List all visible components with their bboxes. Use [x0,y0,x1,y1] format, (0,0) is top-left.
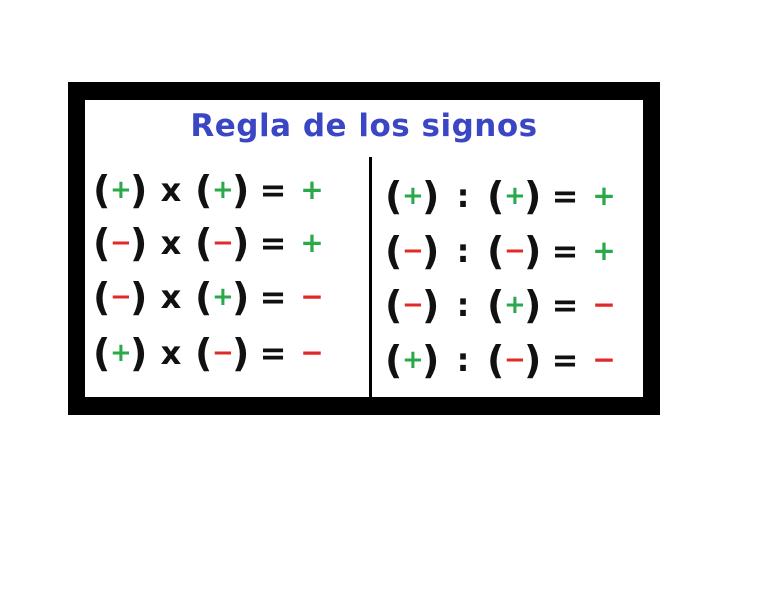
open-paren: ( [487,229,505,273]
operand-b-sign: − [212,228,234,258]
division-rule-row: (+):(+)=+ [385,172,619,220]
times-operator: x [160,334,182,372]
close-paren: ) [130,168,148,212]
poster-board: Regla de los signos (+)x(+)=+(−)x(−)=+(−… [85,100,643,397]
operand-b-sign: + [504,181,526,211]
open-paren: ( [487,338,505,382]
close-paren: ) [422,174,440,218]
operand-a-sign: − [110,228,132,258]
operand-a-sign: + [402,345,424,375]
close-paren: ) [130,331,148,375]
times-operator: x [160,278,182,316]
equals-sign: = [551,177,579,215]
equals-sign: = [259,278,287,316]
operand-b-sign: − [504,236,526,266]
close-paren: ) [232,331,250,375]
equals-sign: = [259,171,287,209]
divide-operator: : [456,177,470,215]
close-paren: ) [524,229,542,273]
result-sign: − [300,336,324,369]
multiplication-rule-row: (−)x(−)=+ [93,219,327,267]
equals-sign: = [551,341,579,379]
operand-b-sign: − [212,338,234,368]
result-sign: + [592,234,616,267]
result-sign: + [592,179,616,212]
close-paren: ) [524,283,542,327]
operand-a-sign: + [110,338,132,368]
column-divider [369,157,372,397]
operand-a-sign: + [402,181,424,211]
divide-operator: : [456,341,470,379]
close-paren: ) [422,229,440,273]
open-paren: ( [93,221,111,265]
result-sign: + [300,173,324,206]
open-paren: ( [195,221,213,265]
equals-sign: = [259,224,287,262]
operand-a-sign: − [402,290,424,320]
result-sign: + [300,226,324,259]
multiplication-rule-row: (+)x(+)=+ [93,166,327,214]
open-paren: ( [195,331,213,375]
operand-b-sign: + [212,175,234,205]
result-sign: − [592,343,616,376]
operand-b-sign: − [504,345,526,375]
multiplication-rule-row: (−)x(+)=− [93,273,327,321]
poster-frame: Regla de los signos (+)x(+)=+(−)x(−)=+(−… [68,82,660,415]
division-rule-row: (−):(−)=+ [385,227,619,275]
open-paren: ( [195,275,213,319]
operand-a-sign: − [402,236,424,266]
multiplication-rule-row: (+)x(−)=− [93,329,327,377]
equals-sign: = [551,232,579,270]
result-sign: − [300,280,324,313]
operand-b-sign: + [504,290,526,320]
close-paren: ) [232,275,250,319]
close-paren: ) [232,168,250,212]
times-operator: x [160,171,182,209]
close-paren: ) [232,221,250,265]
division-rule-row: (+):(−)=− [385,336,619,384]
close-paren: ) [422,338,440,382]
open-paren: ( [93,275,111,319]
close-paren: ) [524,338,542,382]
open-paren: ( [385,338,403,382]
open-paren: ( [195,168,213,212]
open-paren: ( [487,174,505,218]
close-paren: ) [524,174,542,218]
close-paren: ) [130,221,148,265]
close-paren: ) [130,275,148,319]
open-paren: ( [93,168,111,212]
open-paren: ( [385,229,403,273]
operand-b-sign: + [212,282,234,312]
open-paren: ( [385,283,403,327]
times-operator: x [160,224,182,262]
open-paren: ( [385,174,403,218]
division-rule-row: (−):(+)=− [385,281,619,329]
poster-title: Regla de los signos [190,108,538,144]
equals-sign: = [259,334,287,372]
divide-operator: : [456,232,470,270]
equals-sign: = [551,286,579,324]
open-paren: ( [93,331,111,375]
operand-a-sign: − [110,282,132,312]
close-paren: ) [422,283,440,327]
operand-a-sign: + [110,175,132,205]
open-paren: ( [487,283,505,327]
result-sign: − [592,288,616,321]
divide-operator: : [456,286,470,324]
